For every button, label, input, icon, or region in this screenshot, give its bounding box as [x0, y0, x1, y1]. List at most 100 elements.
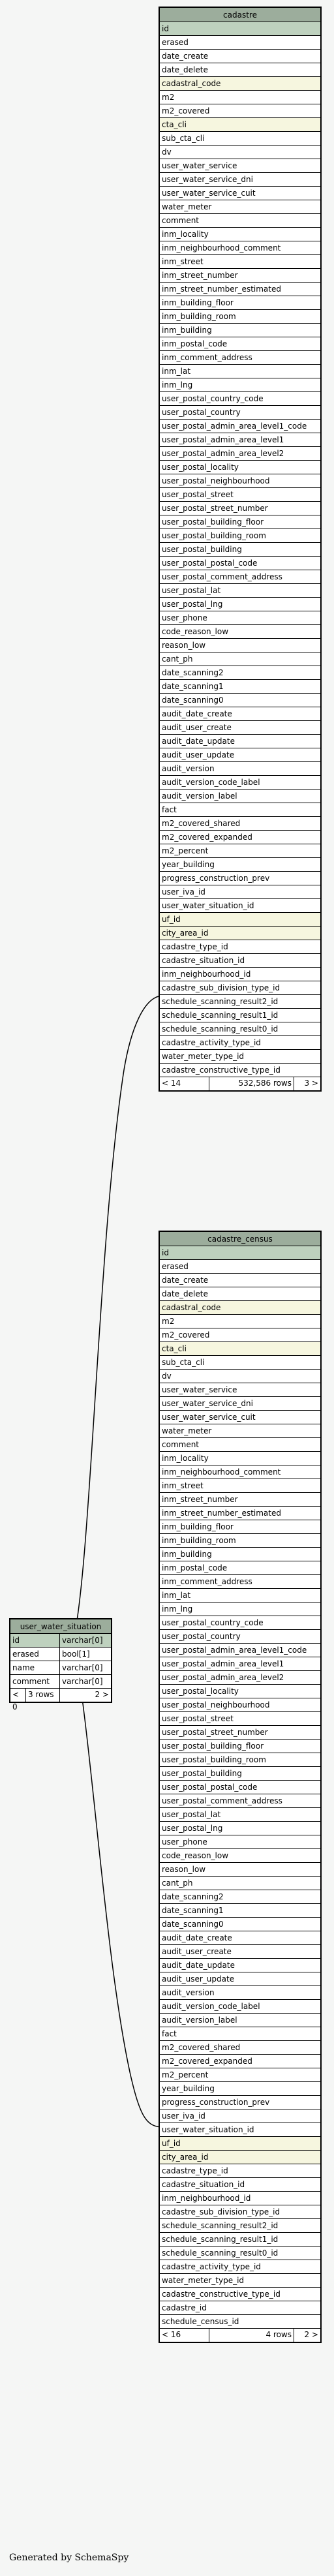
column-row[interactable]: m2: [160, 1315, 320, 1328]
column-row[interactable]: inm_lng: [160, 378, 320, 392]
column-row[interactable]: audit_user_update: [160, 748, 320, 762]
column-row[interactable]: inm_street_number: [160, 269, 320, 283]
column-row[interactable]: cadastre_sub_division_type_id: [160, 2205, 320, 2219]
column-row[interactable]: audit_version: [160, 762, 320, 776]
column-row[interactable]: cadastre_constructive_type_id: [160, 2288, 320, 2301]
column-row[interactable]: city_area_id: [160, 2151, 320, 2164]
column-row[interactable]: cadastre_activity_type_id: [160, 1036, 320, 1050]
column-row[interactable]: user_phone: [160, 611, 320, 625]
column-row[interactable]: cadastre_sub_division_type_id: [160, 981, 320, 995]
column-row[interactable]: cadastre_situation_id: [160, 2178, 320, 2192]
column-row[interactable]: code_reason_low: [160, 625, 320, 639]
column-row[interactable]: inm_locality: [160, 1452, 320, 1465]
column-row[interactable]: user_postal_admin_area_level2: [160, 447, 320, 461]
column-row[interactable]: inm_locality: [160, 228, 320, 241]
footer-parents[interactable]: 2 >: [95, 1690, 109, 1699]
column-row[interactable]: inm_building_room: [160, 1534, 320, 1548]
column-row[interactable]: user_postal_admin_area_level1: [160, 1657, 320, 1671]
column-row[interactable]: user_postal_building: [160, 1767, 320, 1781]
column-row[interactable]: user_postal_country: [160, 406, 320, 420]
column-row[interactable]: sub_cta_cli: [160, 132, 320, 146]
column-row[interactable]: user_postal_building_floor: [160, 1740, 320, 1753]
column-row[interactable]: cadastral_code: [160, 77, 320, 91]
column-row[interactable]: m2_covered: [160, 1328, 320, 1342]
column-row[interactable]: cadastre_constructive_type_id: [160, 1064, 320, 1077]
column-row[interactable]: user_iva_id: [160, 2109, 320, 2123]
table-title[interactable]: cadastre: [160, 8, 320, 22]
column-row[interactable]: user_postal_admin_area_level1: [160, 433, 320, 447]
column-row[interactable]: cadastre_id: [160, 2301, 320, 2315]
column-row[interactable]: inm_building_floor: [160, 1520, 320, 1534]
column-row[interactable]: date_create: [160, 1274, 320, 1287]
column-row[interactable]: schedule_census_id: [160, 2315, 320, 2329]
column-row[interactable]: year_building: [160, 2082, 320, 2096]
column-row[interactable]: audit_date_create: [160, 707, 320, 721]
column-row[interactable]: reason_low: [160, 1863, 320, 1877]
column-row[interactable]: user_iva_id: [160, 885, 320, 899]
column-row[interactable]: audit_version_code_label: [160, 2000, 320, 2014]
footer-parents[interactable]: 2 >: [304, 2330, 318, 2339]
column-row[interactable]: user_postal_lng: [160, 598, 320, 611]
column-row[interactable]: inm_neighbourhood_comment: [160, 241, 320, 255]
column-row[interactable]: user_postal_street: [160, 1712, 320, 1726]
column-row[interactable]: audit_user_update: [160, 1972, 320, 1986]
column-row[interactable]: inm_neighbourhood_id: [160, 968, 320, 981]
column-row[interactable]: inm_comment_address: [160, 1575, 320, 1589]
column-row[interactable]: fact: [160, 2027, 320, 2041]
column-row[interactable]: user_postal_comment_address: [160, 1794, 320, 1808]
column-row[interactable]: user_postal_neighbourhood: [160, 474, 320, 488]
column-row[interactable]: inm_neighbourhood_comment: [160, 1465, 320, 1479]
table-title[interactable]: user_water_situation: [10, 1619, 111, 1634]
column-row[interactable]: inm_lat: [160, 365, 320, 378]
column-row[interactable]: m2_covered_expanded: [160, 831, 320, 844]
column-row[interactable]: cant_ph: [160, 1877, 320, 1890]
column-row[interactable]: inm_street_number_estimated: [160, 1507, 320, 1520]
column-row[interactable]: uf_id: [160, 913, 320, 927]
column-row[interactable]: user_postal_country_code: [160, 392, 320, 406]
column-row[interactable]: user_postal_country: [160, 1630, 320, 1644]
column-row[interactable]: m2_covered: [160, 104, 320, 118]
column-row[interactable]: inm_building: [160, 1548, 320, 1561]
column-row[interactable]: date_scanning1: [160, 680, 320, 694]
column-row[interactable]: m2_percent: [160, 2068, 320, 2082]
column-row[interactable]: cta_cli: [160, 118, 320, 132]
column-row[interactable]: user_postal_lat: [160, 584, 320, 598]
column-row[interactable]: schedule_scanning_result1_id: [160, 2233, 320, 2246]
column-row[interactable]: user_phone: [160, 1835, 320, 1849]
footer-children[interactable]: < 14: [160, 1077, 209, 1090]
column-row[interactable]: date_delete: [160, 1287, 320, 1301]
column-row[interactable]: fact: [160, 803, 320, 817]
column-row[interactable]: audit_date_update: [160, 735, 320, 748]
column-row[interactable]: inm_lat: [160, 1589, 320, 1602]
column-row[interactable]: date_scanning0: [160, 694, 320, 707]
column-row[interactable]: user_water_service: [160, 1383, 320, 1397]
column-row[interactable]: date_scanning0: [160, 1918, 320, 1931]
column-row[interactable]: user_postal_comment_address: [160, 570, 320, 584]
column-row[interactable]: user_water_situation_id: [160, 2123, 320, 2137]
column-row[interactable]: schedule_scanning_result1_id: [160, 1009, 320, 1022]
column-row[interactable]: uf_id: [160, 2137, 320, 2151]
column-row[interactable]: code_reason_low: [160, 1849, 320, 1863]
column-row[interactable]: sub_cta_cli: [160, 1356, 320, 1370]
column-row[interactable]: water_meter_type_id: [160, 1050, 320, 1064]
column-row[interactable]: cadastre_situation_id: [160, 954, 320, 968]
column-row[interactable]: inm_street_number_estimated: [160, 283, 320, 296]
column-row[interactable]: user_postal_admin_area_level1_code: [160, 1644, 320, 1657]
column-row[interactable]: audit_version_label: [160, 790, 320, 803]
column-row[interactable]: user_postal_street_number: [160, 502, 320, 515]
column-row[interactable]: audit_user_create: [160, 1945, 320, 1959]
column-row[interactable]: user_postal_building_room: [160, 529, 320, 543]
column-row[interactable]: audit_user_create: [160, 721, 320, 735]
column-row[interactable]: inm_lng: [160, 1602, 320, 1616]
column-row[interactable]: user_postal_admin_area_level1_code: [160, 420, 320, 433]
column-row[interactable]: reason_low: [160, 639, 320, 652]
column-row[interactable]: schedule_scanning_result2_id: [160, 995, 320, 1009]
column-row[interactable]: audit_version_label: [160, 2014, 320, 2027]
column-row[interactable]: m2_percent: [160, 844, 320, 858]
column-row[interactable]: inm_building_floor: [160, 296, 320, 310]
column-row[interactable]: erased: [160, 1260, 320, 1274]
column-row[interactable]: progress_construction_prev: [160, 2096, 320, 2109]
